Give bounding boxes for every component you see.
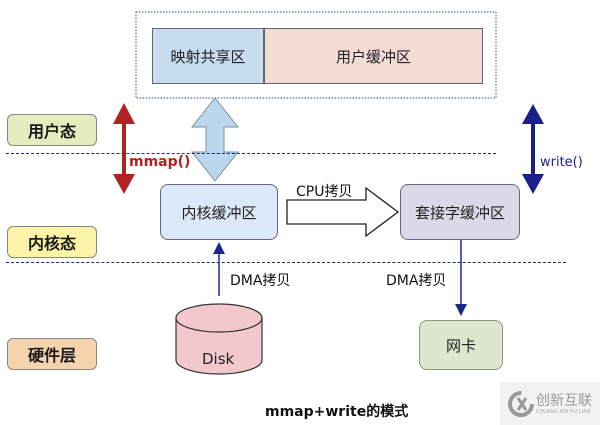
layer-label-hardware-text: 硬件层	[27, 346, 76, 365]
watermark-brand: 创新互联	[536, 393, 592, 409]
layer-label-hardware: 硬件层	[7, 338, 97, 370]
mapping-double-arrow	[190, 97, 240, 182]
cpu-copy-label: CPU拷贝	[296, 184, 353, 200]
layer-label-kernel: 内核态	[7, 226, 97, 258]
dma-copy-in-label: DMA拷贝	[230, 273, 291, 289]
disk-label: Disk	[202, 350, 235, 368]
layer-label-user-text: 用户态	[27, 122, 76, 141]
dma-copy-out-label: DMA拷贝	[386, 273, 447, 289]
network-card: 网卡	[419, 320, 503, 370]
mapped-shared-region-label: 映射共享区	[170, 47, 246, 66]
write-arrow	[522, 104, 544, 194]
watermark-sub: CHUANG XIN HU LIAN	[536, 409, 591, 415]
watermark: 创新互联 CHUANG XIN HU LIAN	[500, 382, 600, 425]
kernel-hardware-divider	[6, 262, 566, 263]
dma-up-arrow	[213, 242, 225, 296]
dma-down-arrow	[455, 240, 467, 316]
watermark-logo-icon	[508, 391, 534, 417]
mmap-arrow	[113, 103, 135, 194]
layer-label-kernel-text: 内核态	[27, 234, 76, 253]
network-card-label: 网卡	[445, 336, 476, 355]
socket-buffer-label: 套接字缓冲区	[414, 203, 505, 222]
mmap-label: mmap()	[129, 154, 191, 170]
mapped-shared-region: 映射共享区	[152, 28, 263, 84]
layer-label-user: 用户态	[7, 114, 97, 146]
write-label: write()	[540, 155, 583, 170]
kernel-buffer: 内核缓冲区	[160, 184, 278, 240]
user-kernel-divider	[6, 153, 496, 154]
socket-buffer: 套接字缓冲区	[400, 184, 520, 240]
user-buffer-label: 用户缓冲区	[335, 47, 411, 66]
diagram-caption: mmap+write的模式	[265, 404, 409, 420]
user-space-container	[135, 11, 497, 99]
cpu-copy-arrow	[286, 186, 400, 238]
user-buffer: 用户缓冲区	[263, 28, 483, 84]
kernel-buffer-label: 内核缓冲区	[181, 203, 257, 222]
disk-cylinder	[175, 303, 263, 375]
